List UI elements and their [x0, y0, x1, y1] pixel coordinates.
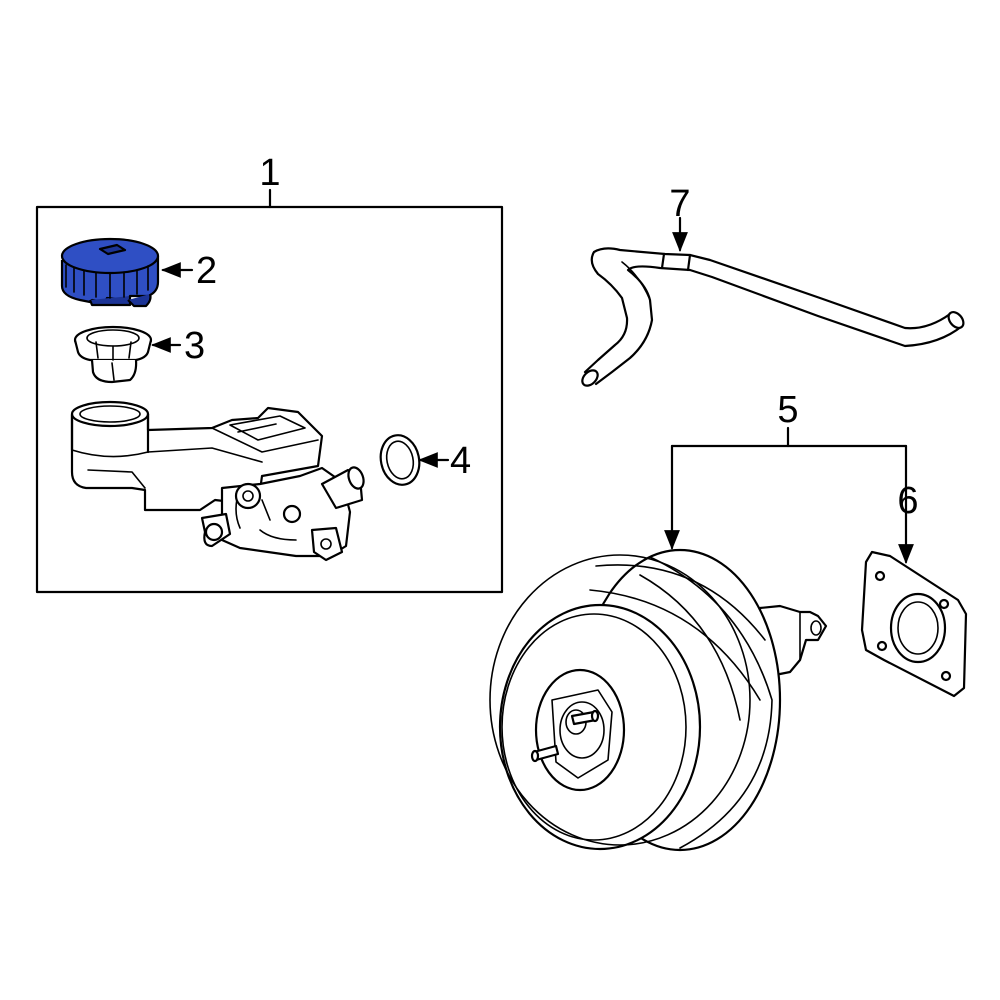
- booster-gasket[interactable]: [860, 550, 968, 698]
- reservoir-cap[interactable]: [60, 237, 160, 308]
- callout-2[interactable]: 2: [196, 250, 217, 292]
- master-cylinder-body[interactable]: [70, 400, 366, 562]
- vacuum-hose[interactable]: [579, 247, 966, 388]
- seal-o-ring[interactable]: [376, 432, 424, 489]
- callout-5[interactable]: 5: [777, 389, 798, 431]
- callout-3[interactable]: 3: [184, 325, 205, 367]
- brake-booster[interactable]: [489, 548, 828, 852]
- leader-5: [664, 426, 908, 550]
- callout-7[interactable]: 7: [669, 183, 690, 225]
- callout-4[interactable]: 4: [450, 440, 471, 482]
- callout-6[interactable]: 6: [897, 480, 918, 522]
- callout-1[interactable]: 1: [259, 152, 280, 194]
- master-cylinder-group: 1 2: [35, 152, 504, 594]
- reservoir-strainer[interactable]: [73, 325, 153, 384]
